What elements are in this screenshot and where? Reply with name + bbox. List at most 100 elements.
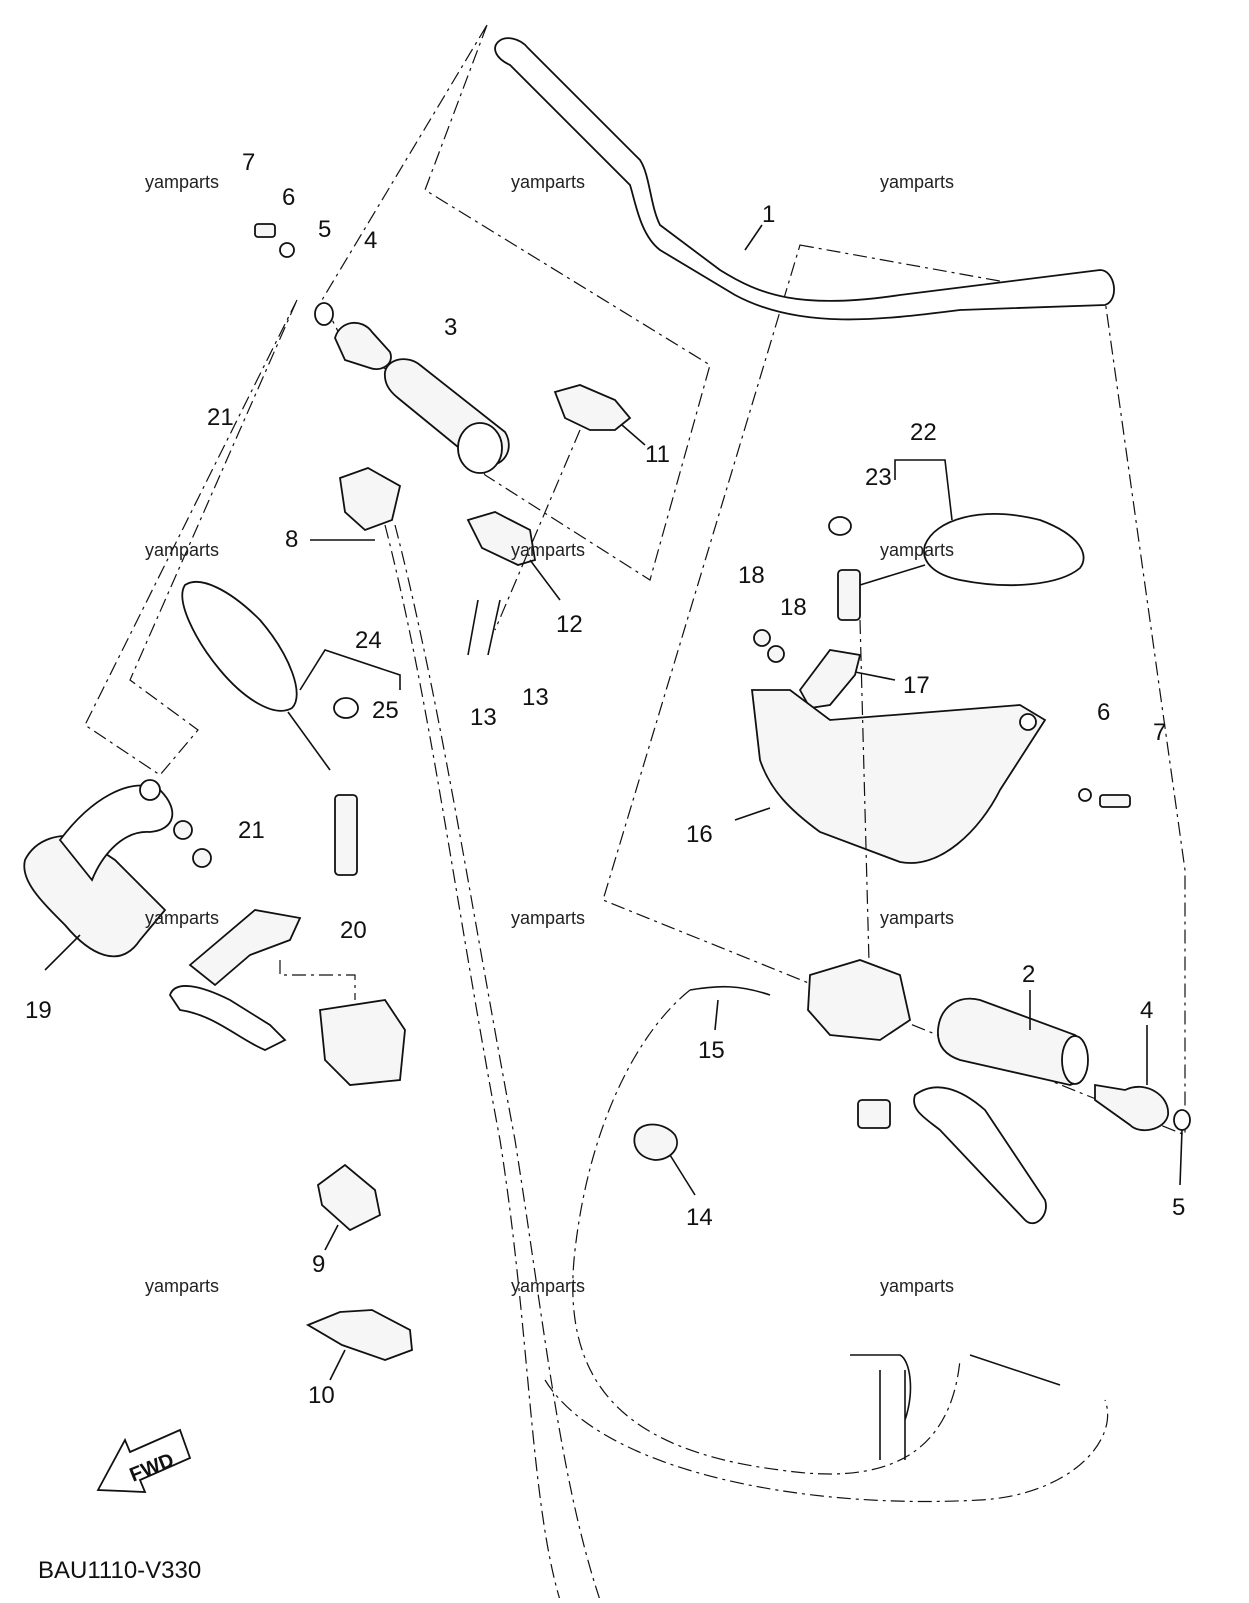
holder-10-leader <box>329 1349 346 1381</box>
right-mount-alignment <box>859 619 871 1001</box>
switch-8 <box>339 467 402 532</box>
watermark: yamparts <box>880 172 954 192</box>
screw-21a <box>173 820 193 840</box>
master-cylinder <box>319 999 406 1086</box>
clip-9-leader <box>324 1224 339 1251</box>
bolt-13a <box>467 599 479 656</box>
bracket-17-leader <box>854 671 896 681</box>
cap-25 <box>333 697 359 719</box>
screw-7-left <box>254 223 276 238</box>
callout-6-right: 6 <box>1097 699 1110 726</box>
mirror-22-right <box>923 513 1085 587</box>
hand-guard-19 <box>23 835 167 958</box>
holder-10 <box>305 1309 413 1361</box>
mirror-24-bracket <box>299 649 401 691</box>
clip-9 <box>317 1163 382 1232</box>
watermark: yamparts <box>145 1276 219 1296</box>
screw-7-right <box>1099 794 1131 808</box>
mirror-22-adapter <box>837 569 861 621</box>
callout-18a: 18 <box>738 562 765 589</box>
mirror-24-adapter <box>334 794 358 876</box>
clamp-12 <box>466 511 537 566</box>
callout-5-left: 5 <box>318 216 331 243</box>
grip-3-flange <box>457 422 503 474</box>
collar-5-right-leader <box>1179 1129 1183 1186</box>
guard-19-leader <box>44 934 81 971</box>
cable-8-route-b <box>394 524 601 1601</box>
screw-21b <box>192 848 212 868</box>
washer-6-right <box>1078 788 1092 802</box>
callout-8: 8 <box>285 526 298 553</box>
throttle-grip-2-end <box>1061 1035 1089 1085</box>
callout-3: 3 <box>444 314 457 341</box>
cable-8-route <box>384 524 561 1601</box>
throttle-cable-route <box>572 989 961 1475</box>
callout-13b: 13 <box>522 684 549 711</box>
hand-guard-19-hole <box>139 779 161 801</box>
callout-20: 20 <box>340 917 367 944</box>
watermark: yamparts <box>511 1276 585 1296</box>
callout-16: 16 <box>686 821 713 848</box>
clamp-11-leader <box>621 424 646 446</box>
callout-10: 10 <box>308 1382 335 1409</box>
watermark: yamparts <box>511 172 585 192</box>
callout-1: 1 <box>762 201 775 228</box>
bolt-13b <box>487 599 501 656</box>
diagram-code: BAU1110-V330 <box>38 1557 201 1584</box>
cable-clamp-14 <box>633 1123 678 1161</box>
callout-5-right: 5 <box>1172 1194 1185 1221</box>
grip-end-4-left <box>334 322 392 370</box>
watermark: yamparts <box>880 908 954 928</box>
clamp-14-leader <box>669 1154 696 1196</box>
mirror-24-stem <box>287 711 331 771</box>
cap-23 <box>828 516 852 536</box>
cable-lower-route <box>544 1379 1109 1503</box>
clamp-11 <box>553 384 632 431</box>
bracket-17 <box>798 649 862 709</box>
callout-11: 11 <box>645 441 670 468</box>
watermark: yamparts <box>145 908 219 928</box>
callout-23: 23 <box>865 464 892 491</box>
callout-17: 17 <box>903 672 930 699</box>
callout-21a: 21 <box>207 404 234 431</box>
callout-22: 22 <box>910 419 937 446</box>
watermark: yamparts <box>880 1276 954 1296</box>
bolt-18b <box>767 645 785 663</box>
callout-6-left: 6 <box>282 184 295 211</box>
grip-end-4-right <box>1094 1083 1169 1132</box>
callout-4-right: 4 <box>1140 997 1153 1024</box>
callout-14: 14 <box>686 1204 713 1231</box>
collar-5-right <box>1173 1109 1191 1131</box>
watermark: yamparts <box>511 908 585 928</box>
cable-15-leader <box>714 999 719 1031</box>
callout-4-left: 4 <box>364 227 377 254</box>
bracket-20 <box>188 909 302 987</box>
clutch-lever <box>913 1086 1047 1225</box>
collar-5-left <box>314 302 334 326</box>
throttle-cable-15 <box>689 985 771 996</box>
clamp-alignment <box>494 429 581 631</box>
left-guard-group-boundary <box>84 299 298 776</box>
right-control-group-boundary <box>602 244 1186 1136</box>
bracket-20-alignment <box>279 960 356 1000</box>
hand-guard-19-arm <box>58 784 174 882</box>
fwd-arrow-icon: FWD <box>96 1428 192 1493</box>
handlebar <box>494 37 1115 321</box>
switch-housing-right <box>807 959 912 1041</box>
callout-18b: 18 <box>780 594 807 621</box>
callout-7-right: 7 <box>1153 719 1166 746</box>
cable-fitting-lower <box>850 1354 912 1460</box>
hand-guard-16-hole <box>1019 713 1037 731</box>
callout-2: 2 <box>1022 961 1035 988</box>
washer-6-left <box>279 242 295 258</box>
callout-21b: 21 <box>238 817 265 844</box>
watermark: yamparts <box>145 172 219 192</box>
bolt-18a <box>753 629 771 647</box>
callout-9: 9 <box>312 1251 325 1278</box>
watermark: yamparts <box>511 540 585 560</box>
mirror-22-stem <box>859 564 926 586</box>
guard-16-leader <box>734 807 771 821</box>
callout-24: 24 <box>355 627 382 654</box>
